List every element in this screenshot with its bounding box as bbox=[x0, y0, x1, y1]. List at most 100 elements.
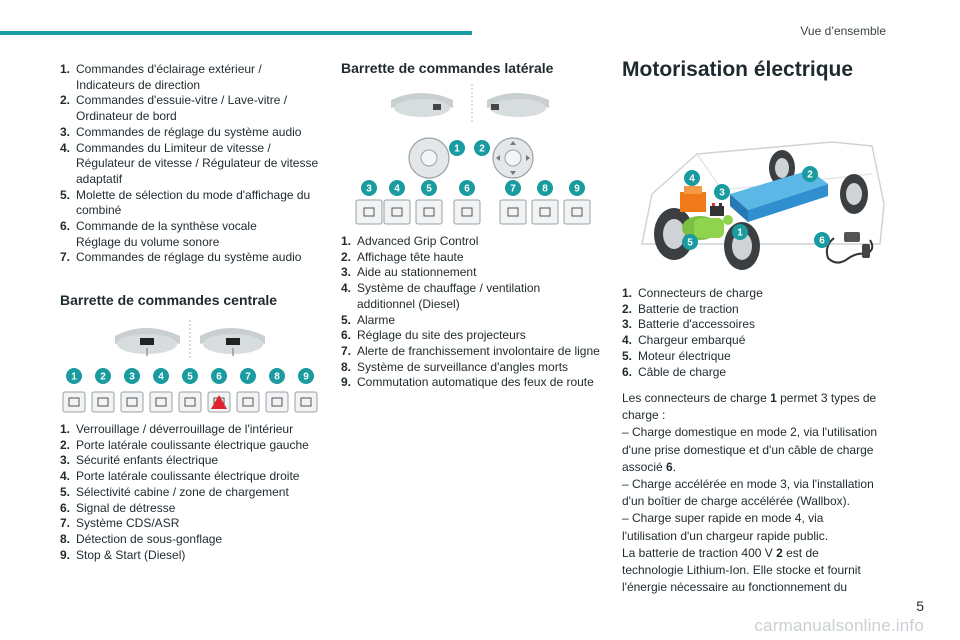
lock-button bbox=[62, 391, 86, 413]
callout-number: 5 bbox=[187, 372, 193, 383]
item-number: 2. bbox=[60, 437, 71, 452]
traction-battery-icon bbox=[730, 170, 828, 222]
item-text: Moteur électrique bbox=[638, 348, 731, 363]
list-item: 3. Batterie d'accessoires bbox=[622, 317, 892, 333]
para-text: d'un boîtier de charge accélérée (Wallbo… bbox=[622, 494, 850, 509]
para-text: La batterie de traction 400 V bbox=[622, 545, 777, 560]
item-number: 6. bbox=[622, 364, 633, 379]
para-text: – Charge super rapide en mode 4, via bbox=[622, 511, 824, 526]
callout-badge: 1 bbox=[732, 224, 748, 240]
callout-badge: 5 bbox=[682, 234, 698, 250]
callout-badge: 2 bbox=[474, 140, 490, 156]
callout-badge: 4 bbox=[684, 170, 700, 186]
callout-number: 2 bbox=[100, 372, 106, 383]
list-item: 5.Molette de sélection du mode d'afficha… bbox=[60, 188, 320, 219]
item-number: 2. bbox=[341, 249, 352, 264]
callout-number: 3 bbox=[366, 184, 372, 195]
para-text: Les connecteurs de charge bbox=[622, 391, 771, 405]
steering-wheel-left-icon bbox=[115, 328, 180, 356]
item-text: Alarme bbox=[357, 312, 396, 327]
grip-control-dial-icon bbox=[408, 137, 450, 179]
callout-badge: 1 bbox=[66, 368, 82, 384]
item-text: Réglage du volume sonore bbox=[76, 234, 220, 249]
charging-cable-icon bbox=[825, 232, 874, 264]
callout-badge: 4 bbox=[389, 180, 405, 196]
right-sliding-door-button bbox=[149, 391, 173, 413]
steering-wheel-right-icon bbox=[200, 328, 265, 356]
item-text: Signal de détresse bbox=[76, 500, 176, 515]
electric-motor-title: Motorisation électrique bbox=[622, 58, 854, 81]
item-number: 5. bbox=[341, 312, 352, 327]
header-accent-bar bbox=[0, 31, 472, 35]
lane-departure-icon bbox=[507, 207, 519, 217]
item-text: Porte latérale coulissante électrique dr… bbox=[76, 469, 300, 484]
cds-asr-icon bbox=[242, 397, 254, 407]
callout-badge: 6 bbox=[211, 368, 227, 384]
list-item: 3.Commandes de réglage du système audio bbox=[60, 125, 320, 141]
callout-number: 6 bbox=[464, 184, 470, 195]
list-item: 5.Moteur électrique bbox=[622, 349, 892, 365]
callout-number: 5 bbox=[426, 184, 432, 195]
callout-number: 2 bbox=[479, 144, 485, 155]
item-number: 2. bbox=[622, 301, 633, 316]
item-number: 1. bbox=[60, 422, 71, 436]
callout-number: 9 bbox=[574, 184, 580, 195]
callout-number: 2 bbox=[807, 170, 813, 181]
callout-number: 9 bbox=[303, 372, 309, 383]
item-text: Commandes de réglage du système audio bbox=[76, 250, 302, 265]
callout-badge: 6 bbox=[459, 180, 475, 196]
callout-badge: 7 bbox=[240, 368, 256, 384]
list-item: 4. Commandes du Limiteur de vitesse /Régu… bbox=[60, 141, 320, 188]
item-number: 1. bbox=[60, 62, 71, 76]
item-number: 3. bbox=[60, 453, 71, 468]
item-text: Advanced Grip Control bbox=[357, 234, 479, 248]
item-number: 3. bbox=[622, 317, 633, 332]
callout-badge: 8 bbox=[269, 368, 285, 384]
item-text: Aide au stationnement bbox=[357, 265, 477, 280]
callout-badge: 2 bbox=[95, 368, 111, 384]
item-text: Sélectivité cabine / zone de chargement bbox=[76, 484, 289, 499]
para-ref: 1 bbox=[770, 391, 777, 405]
item-number: 4. bbox=[60, 140, 71, 155]
list-item: 8.Détection de sous-gonflage bbox=[60, 532, 330, 548]
list-item: 6.Réglage du site des projecteurs bbox=[341, 328, 609, 344]
steering-controls-list: 1.Commandes d'éclairage extérieur /Indic… bbox=[60, 62, 320, 266]
item-text: Régulateur de vitesse / Régulateur de vi… bbox=[76, 156, 319, 171]
item-text: Commandes du Limiteur de vitesse / bbox=[76, 140, 271, 155]
item-text: Commutation automatique des feux de rout… bbox=[357, 375, 594, 390]
list-item: 2.Porte latérale coulissante électrique … bbox=[60, 438, 330, 454]
item-number: 1. bbox=[622, 286, 633, 300]
head-up-display-control-icon bbox=[492, 137, 534, 179]
onboard-charger-icon bbox=[680, 186, 706, 212]
item-text: Batterie d'accessoires bbox=[638, 317, 756, 332]
item-text: Commande de la synthèse vocale bbox=[76, 219, 257, 234]
auto-high-beam-button bbox=[563, 199, 591, 225]
item-text: combiné bbox=[76, 203, 122, 218]
callout-number: 1 bbox=[71, 372, 77, 383]
list-item: 4.Porte latérale coulissante électrique … bbox=[60, 469, 330, 485]
cabin-selectivity-button bbox=[178, 391, 202, 413]
headlamp-adjust-button bbox=[453, 199, 481, 225]
callout-number: 8 bbox=[274, 372, 280, 383]
item-number: 7. bbox=[341, 343, 352, 358]
item-number: 9. bbox=[341, 375, 352, 390]
electric-motor-icon bbox=[682, 215, 733, 240]
item-number: 5. bbox=[60, 187, 71, 202]
item-text: Commandes de réglage du système audio bbox=[76, 124, 302, 139]
hazard-triangle-icon bbox=[211, 395, 227, 409]
tyre-pressure-icon bbox=[271, 397, 283, 407]
item-text: Système de chauffage / ventilation bbox=[357, 281, 541, 296]
list-item: 9.Stop & Start (Diesel) bbox=[60, 548, 330, 564]
callout-badge: 9 bbox=[569, 180, 585, 196]
central-controls-title: Barrette de commandes centrale bbox=[60, 292, 278, 308]
left-sliding-door-icon bbox=[97, 397, 109, 407]
heater-icon bbox=[391, 207, 403, 217]
accessory-battery-icon bbox=[710, 203, 724, 216]
item-text: Commandes d'essuie-vitre / Lave-vitre / bbox=[76, 93, 288, 108]
item-number: 2. bbox=[60, 93, 71, 108]
stop-start-button bbox=[294, 391, 318, 413]
callout-number: 1 bbox=[454, 144, 460, 155]
